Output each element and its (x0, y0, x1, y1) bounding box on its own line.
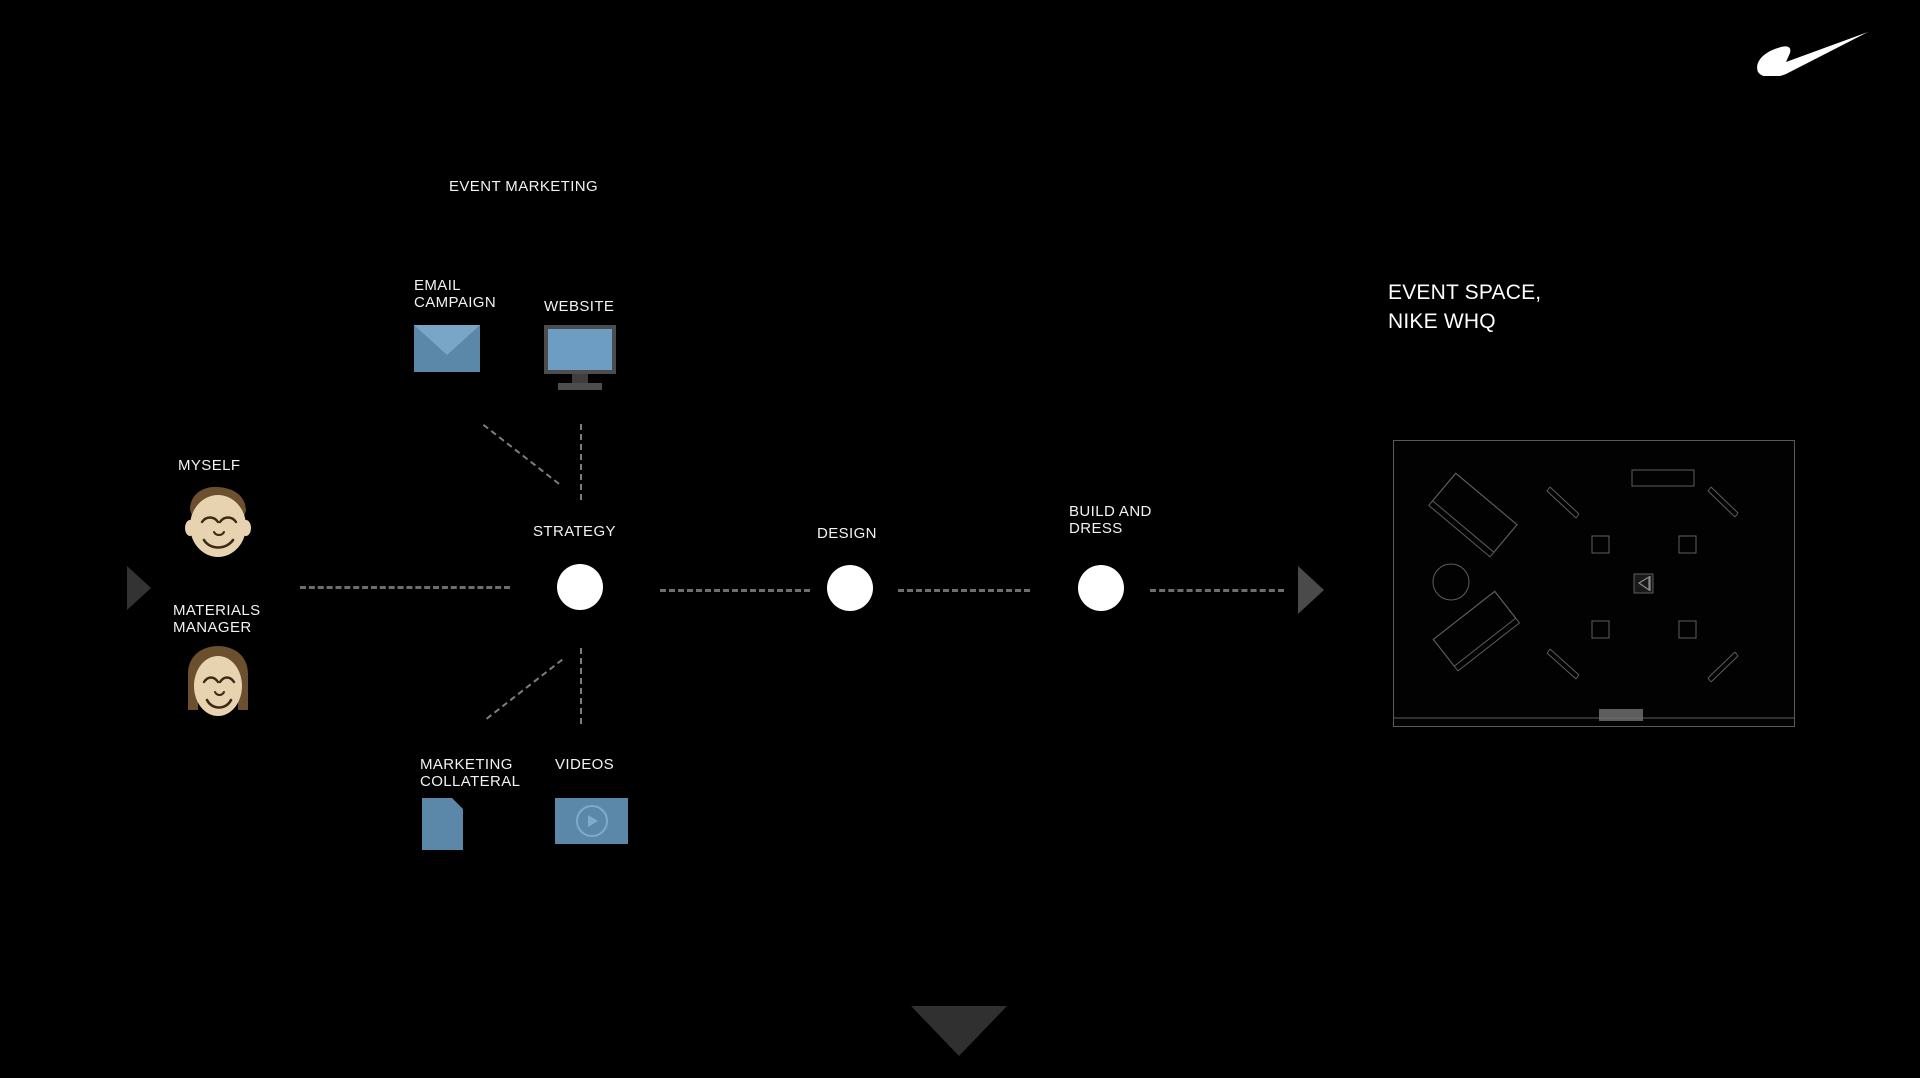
scroll-down-arrow[interactable] (911, 1006, 1007, 1056)
asset-label-videos: VIDEOS (555, 756, 615, 773)
asset-label-email-campaign: EMAIL CAMPAIGN (414, 277, 497, 311)
timeline-label-design: DESIGN (817, 525, 877, 542)
timeline-label-strategy: STRATEGY (533, 523, 616, 540)
timeline-segment-start (300, 586, 510, 589)
event-space-floorplan[interactable] (1393, 440, 1795, 727)
asset-label-marketing-collateral: MARKETING COLLATERAL (420, 756, 521, 790)
connector-website-to-strategy (580, 424, 582, 500)
timeline-node-design[interactable] (827, 565, 873, 611)
timeline-segment-strategy-design (660, 589, 810, 592)
entrance-bar (1599, 709, 1643, 721)
end-arrow-marker (1298, 566, 1324, 614)
right-panel-title: EVENT SPACE, NIKE WHQ (1388, 281, 1542, 333)
connector-strategy-to-collateral (486, 658, 563, 720)
female-face-avatar (178, 644, 258, 720)
connector-email-to-strategy (482, 424, 560, 485)
timeline-label-build-and-dress: BUILD AND DRESS (1069, 503, 1152, 537)
connector-strategy-to-videos (580, 648, 582, 724)
start-arrow-marker (127, 566, 151, 610)
projector-icon (1633, 573, 1654, 594)
male-face-avatar (178, 484, 258, 560)
envelope-icon[interactable] (414, 325, 480, 372)
timeline-node-build-and-dress[interactable] (1078, 565, 1124, 611)
asset-label-website: WEBSITE (544, 298, 615, 315)
stakeholder-label-myself: MYSELF (178, 457, 241, 474)
timeline-segment-design-build (898, 589, 1030, 592)
video-play-icon[interactable] (555, 798, 628, 844)
document-icon[interactable] (422, 798, 463, 850)
timeline-segment-end (1150, 589, 1284, 592)
timeline-node-strategy[interactable] (557, 564, 603, 610)
stakeholder-label-materials-manager: MATERIALS MANAGER (173, 602, 261, 636)
section-title: EVENT MARKETING (449, 178, 599, 195)
nike-swoosh-logo (1752, 28, 1872, 78)
monitor-icon[interactable] (544, 325, 616, 390)
